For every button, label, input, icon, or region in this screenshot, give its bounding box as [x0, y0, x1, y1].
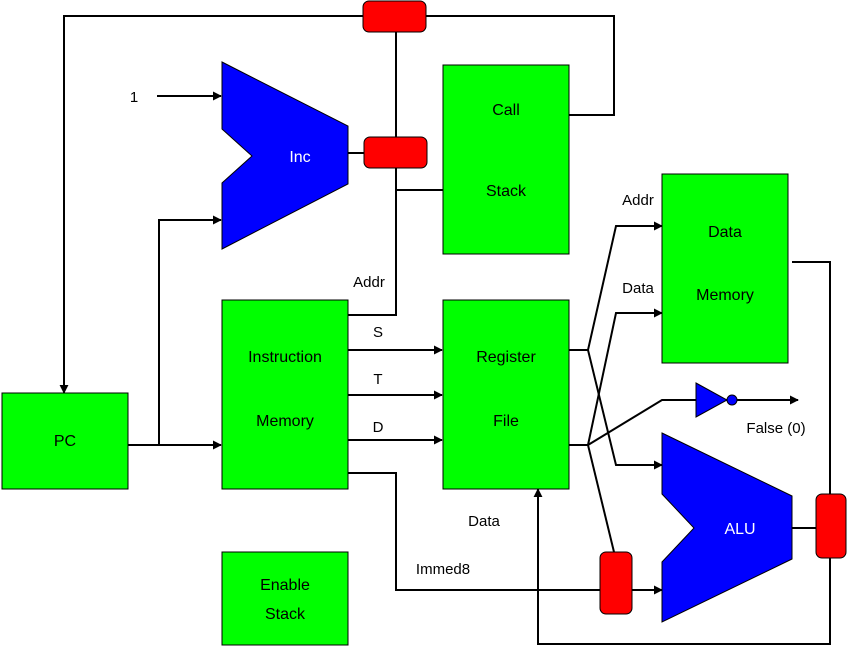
pc-block	[1, 392, 129, 490]
wire-dmem-out	[792, 261, 831, 494]
pc-label: PC	[54, 433, 76, 450]
wire-callstack-to-pc	[59, 15, 615, 394]
t-label: T	[373, 371, 382, 388]
mux-writeback	[815, 493, 847, 559]
s-label: S	[373, 324, 383, 341]
call-stack-label-2: Stack	[486, 183, 527, 200]
data-memory-label-2: Memory	[696, 287, 754, 304]
alu-unit	[661, 432, 793, 623]
addr-imem-label: Addr	[353, 274, 385, 291]
alu-label: ALU	[724, 521, 755, 538]
instruction-memory-label-1: Instruction	[248, 349, 322, 366]
wire-rf-out-b	[568, 308, 663, 446]
inc-label: Inc	[289, 149, 310, 166]
mux-inc	[363, 136, 428, 169]
immed8-label: Immed8	[416, 561, 470, 578]
instruction-memory-label-2: Memory	[256, 413, 314, 430]
not-gate	[695, 382, 729, 418]
wire-immed8	[348, 472, 600, 591]
enable-stack-block	[221, 551, 349, 646]
wire-writeback	[533, 488, 831, 645]
data-memory-block	[661, 173, 789, 364]
wire-addr-bus	[348, 16, 397, 316]
register-file-label-2: File	[493, 413, 519, 430]
not-gate-bubble	[726, 394, 738, 406]
wire-rf-out-a2	[587, 349, 663, 470]
register-file-label-1: Register	[476, 349, 536, 366]
data-dmem-label: Data	[622, 280, 654, 297]
data-rf-label: Data	[468, 513, 500, 530]
wire-rf-out-b3	[587, 444, 615, 553]
d-label: D	[373, 419, 384, 436]
inc-unit	[221, 61, 349, 250]
call-stack-label-1: Call	[492, 102, 520, 119]
mux-immed	[599, 551, 633, 615]
call-stack-block	[442, 64, 570, 255]
enable-stack-label-1: Enable	[260, 577, 310, 594]
addr-dmem-label: Addr	[622, 192, 654, 209]
register-file-block	[442, 299, 570, 490]
wire-rf-out-b2	[587, 395, 799, 446]
wire-pc-to-inc	[158, 215, 222, 445]
data-memory-label-1: Data	[708, 224, 742, 241]
mux-top	[362, 0, 427, 33]
enable-stack-label-2: Stack	[265, 606, 306, 623]
false-zero-label: False (0)	[746, 420, 805, 437]
wire-rf-out-a	[568, 221, 663, 351]
instruction-memory-block	[221, 299, 349, 490]
const-one-label: 1	[130, 89, 138, 106]
